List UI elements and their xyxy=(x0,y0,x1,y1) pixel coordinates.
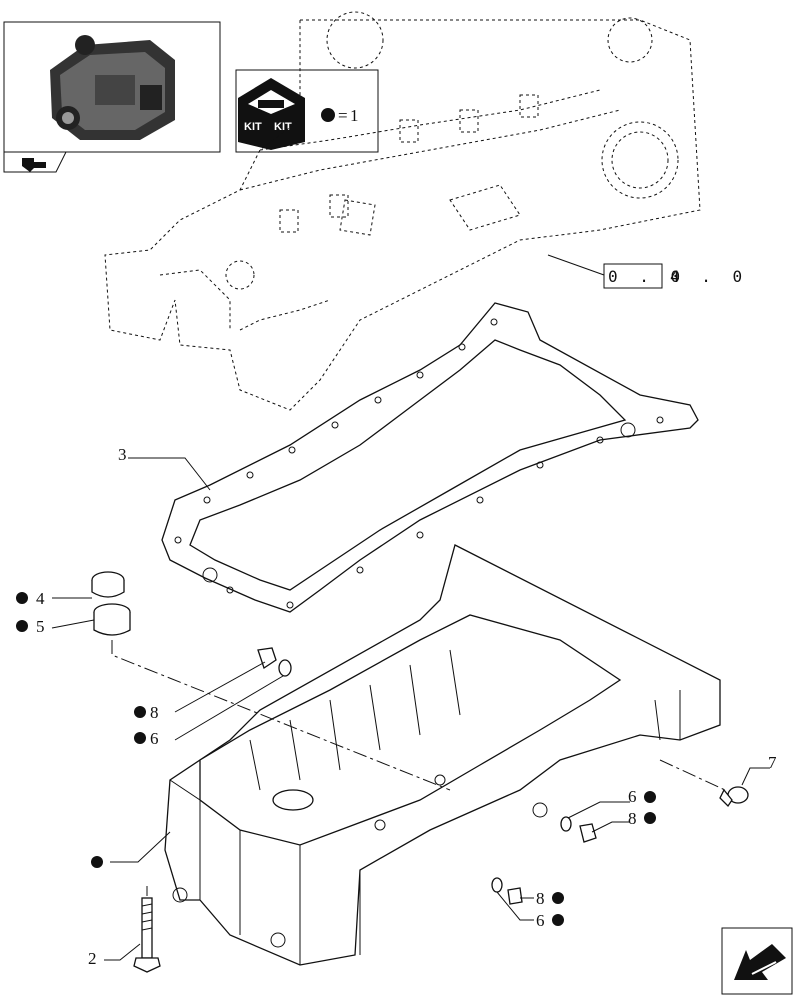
callout-6b-leader xyxy=(567,801,630,819)
plug-7-axis-line xyxy=(659,759,726,791)
callout-6a-leader xyxy=(174,675,284,741)
callout-4[interactable]: 4 xyxy=(36,589,45,608)
bullet-icon xyxy=(134,732,146,744)
bullet-icon xyxy=(552,892,564,904)
oil-pan-leader xyxy=(110,831,171,863)
kit-legend-equals: = xyxy=(338,106,348,125)
callout-5[interactable]: 5 xyxy=(36,617,45,636)
callout-7[interactable]: 7 xyxy=(768,753,777,772)
callout-8c[interactable]: 8 xyxy=(536,889,545,908)
kit-icon-text-2: KIT xyxy=(274,121,292,133)
drain-plug-part-8-upper[interactable] xyxy=(257,647,292,677)
callout-8b[interactable]: 8 xyxy=(628,809,637,828)
bullet-icon xyxy=(16,592,28,604)
callout-6b[interactable]: 6 xyxy=(628,787,637,806)
reference-boxed: 0 . 0 xyxy=(608,267,686,286)
bolt-part-2[interactable] xyxy=(133,897,161,973)
reference-leader xyxy=(547,254,605,276)
callout-3[interactable]: 3 xyxy=(118,445,127,464)
callout-6c-leader xyxy=(496,891,534,921)
callout-7-leader xyxy=(741,767,770,786)
callout-8a-leader xyxy=(174,661,266,713)
plug-axis-line xyxy=(111,640,451,791)
callout-3-leader xyxy=(128,457,211,491)
callout-5-leader xyxy=(51,619,95,629)
callout-8a[interactable]: 8 xyxy=(150,703,159,722)
kit-icon-text-1: KIT xyxy=(244,121,262,133)
bullet-icon xyxy=(16,620,28,632)
kit-legend: KIT KIT = 1 xyxy=(235,69,379,153)
engine-thumbnail-icon xyxy=(50,35,175,140)
gasket-part[interactable] xyxy=(161,302,699,613)
back-arrow-icon[interactable] xyxy=(721,927,793,995)
kit-legend-count: 1 xyxy=(350,106,359,125)
callout-2[interactable]: 2 xyxy=(88,949,97,968)
callout-6a[interactable]: 6 xyxy=(150,729,159,748)
plug-part-7[interactable] xyxy=(719,786,749,808)
nav-arrow-icon[interactable] xyxy=(3,151,67,173)
bullet-icon xyxy=(644,791,656,803)
kit-icon: KIT KIT xyxy=(238,78,305,150)
plug-part-4[interactable] xyxy=(91,571,125,598)
drain-plug-part-8-right[interactable] xyxy=(560,816,597,843)
reference-label[interactable]: 0 . 0 4 . 0 xyxy=(603,263,748,289)
oil-pan-part[interactable] xyxy=(164,544,721,966)
reference-rest: 4 . 0 xyxy=(670,267,748,286)
bullet-icon xyxy=(552,914,564,926)
bullet-icon xyxy=(91,856,103,868)
drain-plug-part-8-lower[interactable] xyxy=(491,877,523,905)
callout-8b-leader xyxy=(591,821,630,833)
callout-2-leader xyxy=(104,943,141,961)
engine-block-outline xyxy=(104,11,701,411)
bullet-icon xyxy=(644,812,656,824)
kit-bullet-icon xyxy=(321,108,335,122)
plug-part-5[interactable] xyxy=(93,603,131,636)
engine-thumbnail[interactable] xyxy=(3,21,221,153)
callout-6c[interactable]: 6 xyxy=(536,911,545,930)
bullet-icon xyxy=(134,706,146,718)
